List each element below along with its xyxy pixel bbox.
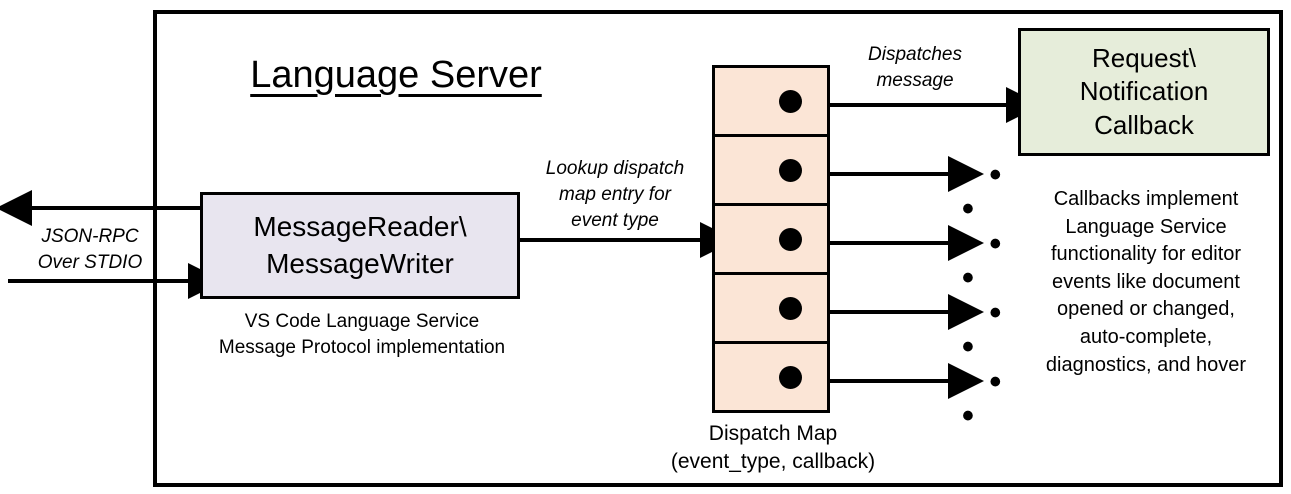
ellipsis-row-4: • • • (962, 294, 1005, 366)
dispatch-map-row[interactable] (715, 275, 827, 344)
callback-dot-icon (779, 227, 802, 251)
diagram-title: Language Server (250, 54, 542, 96)
ellipsis-row-3: • • • (962, 225, 1005, 297)
jsonrpc-transport-label: JSON-RPC Over STDIO (37, 226, 143, 274)
dispatch-map-row[interactable] (715, 68, 827, 137)
dispatch-map-table[interactable] (712, 65, 830, 413)
message-reader-writer-caption: VS Code Language Service Message Protoco… (218, 311, 506, 358)
dispatch-map-caption: Dispatch Map (event_type, callback) (670, 422, 876, 474)
dispatch-map-row[interactable] (715, 344, 827, 410)
callback-dot-icon (779, 365, 802, 389)
dispatches-message-label: Dispatches message (868, 44, 962, 92)
message-reader-writer-box[interactable]: MessageReader\ MessageWriter (200, 192, 520, 299)
ellipsis-row-2: • • • (962, 156, 1005, 228)
request-notification-callback-label: Request\ Notification Callback (1079, 43, 1209, 140)
callback-description: Callbacks implement Language Service fun… (1045, 188, 1247, 376)
message-reader-writer-label: MessageReader\ MessageWriter (253, 211, 467, 279)
lookup-dispatch-label: Lookup dispatch map entry for event type (545, 158, 685, 232)
callback-dot-icon (779, 89, 802, 113)
request-notification-callback-box[interactable]: Request\ Notification Callback (1018, 28, 1270, 156)
language-server-frame (153, 10, 1283, 487)
callback-dot-icon (779, 158, 802, 182)
dispatch-map-row[interactable] (715, 206, 827, 275)
callback-dot-icon (779, 296, 802, 320)
ellipsis-row-5: • • • (962, 363, 1005, 435)
dispatch-map-row[interactable] (715, 137, 827, 206)
